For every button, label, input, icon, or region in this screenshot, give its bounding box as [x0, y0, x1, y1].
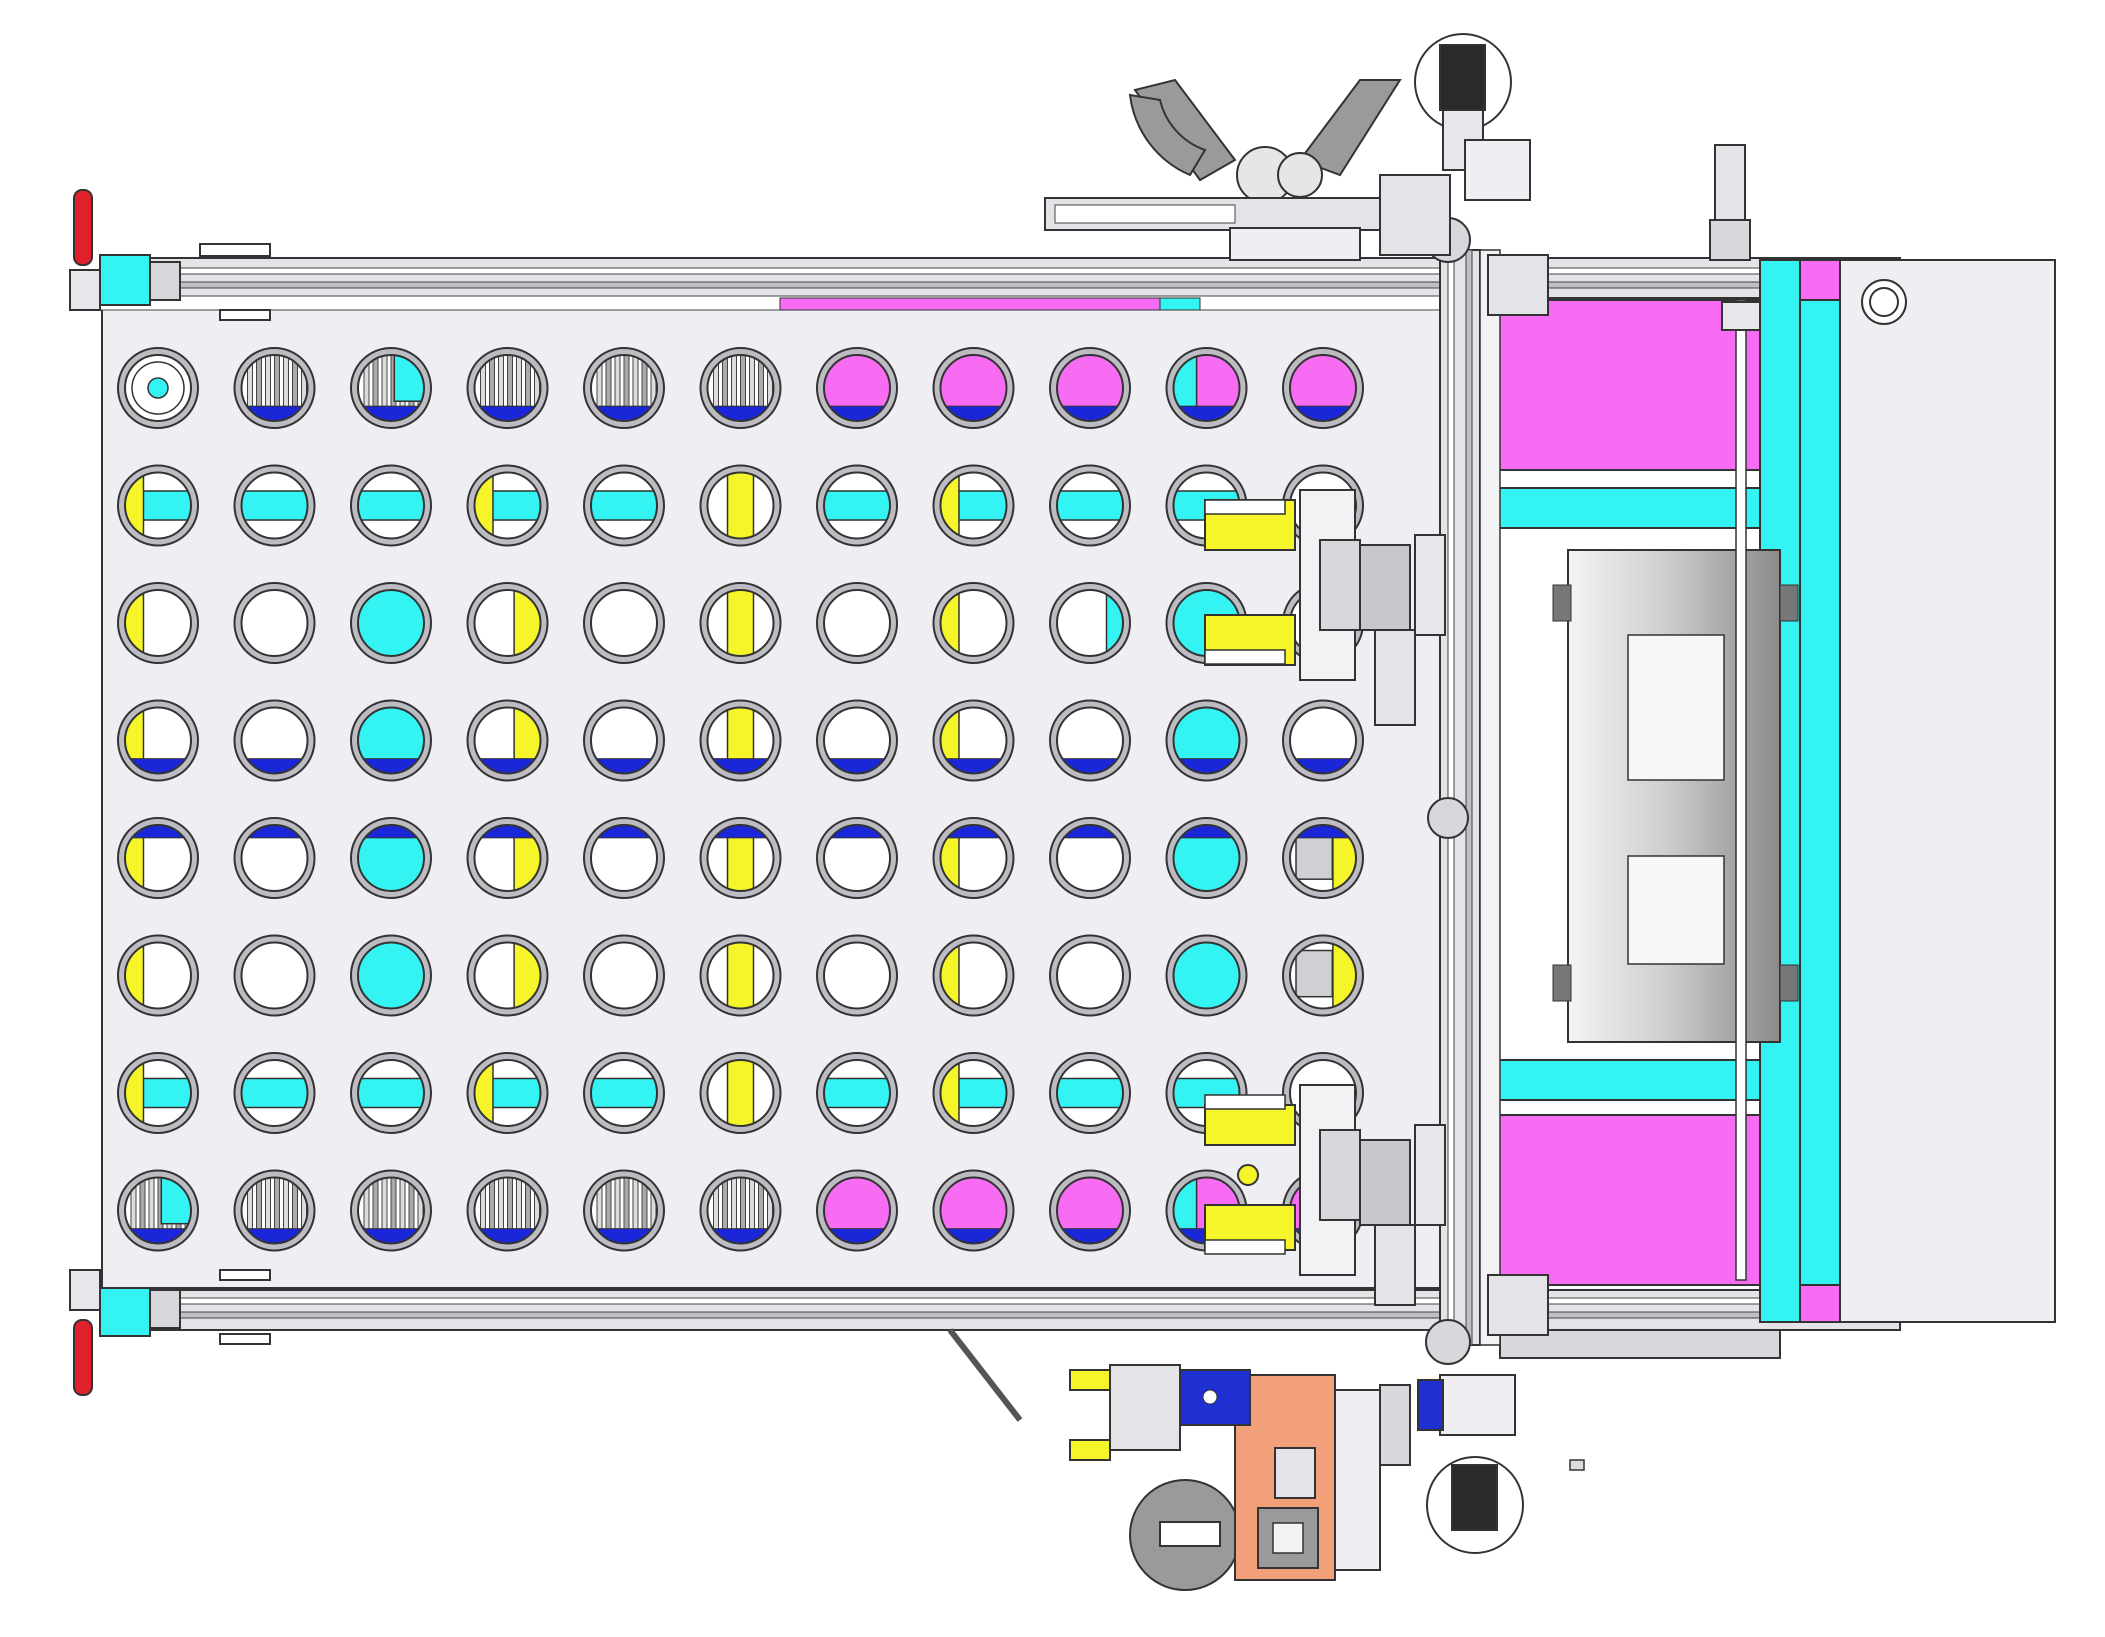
hole-4-7 [932, 817, 1015, 899]
hole-0-1 [233, 347, 316, 429]
hole-3-1 [233, 699, 316, 782]
hole-5-8 [1049, 934, 1131, 1017]
hole-2-2 [350, 582, 432, 664]
hole-1-1 [233, 464, 316, 547]
hole-6-2 [350, 1052, 432, 1134]
hole-4-0 [117, 817, 199, 899]
hole-2-4 [583, 582, 665, 664]
hole-7-5 [699, 1169, 782, 1252]
hole-5-9 [1165, 934, 1248, 1017]
hole-3-0 [117, 699, 199, 782]
hole-3-6 [816, 699, 898, 782]
hole-7-6 [816, 1169, 898, 1252]
hole-1-2 [350, 464, 432, 547]
end-panel [1839, 259, 2056, 1323]
hole-2-1 [233, 582, 316, 664]
hole-4-8 [1049, 817, 1131, 899]
hole-6-1 [233, 1052, 316, 1134]
hole-4-10 [1282, 817, 1364, 899]
hole-0-5 [699, 347, 782, 429]
hole-1-6 [816, 464, 898, 547]
hole-6-6 [816, 1052, 898, 1134]
hole-0-8 [1049, 347, 1131, 429]
hole-6-4 [583, 1052, 665, 1134]
motor-top [1414, 33, 1751, 261]
hole-5-0 [117, 934, 199, 1017]
hole-7-8 [1049, 1169, 1131, 1252]
hole-3-4 [583, 699, 665, 782]
hole-5-10 [1282, 934, 1364, 1017]
hole-grid [117, 347, 1364, 1252]
hole-7-7 [932, 1169, 1015, 1252]
hole-2-0 [117, 582, 199, 664]
hole-0-9 [1165, 347, 1248, 429]
hole-2-8 [1049, 582, 1131, 664]
clamp-handles[interactable] [69, 189, 181, 1396]
hole-4-2 [350, 817, 432, 899]
hole-1-8 [1049, 464, 1131, 547]
hole-1-0 [117, 464, 199, 547]
hole-6-7 [932, 1052, 1015, 1134]
hole-6-5 [699, 1052, 782, 1134]
gripper-lower [1204, 1084, 1446, 1306]
hole-4-5 [699, 817, 782, 899]
hole-1-7 [932, 464, 1015, 547]
hole-7-0 [117, 1169, 199, 1252]
hole-5-6 [816, 934, 898, 1017]
magenta-bay-top [1479, 299, 1801, 529]
hole-3-10 [1282, 699, 1364, 782]
hole-0-4 [583, 347, 665, 429]
hole-0-6 [816, 347, 898, 429]
motor-bottom [1417, 1374, 1524, 1554]
hole-3-3 [466, 699, 549, 782]
hole-2-7 [932, 582, 1015, 664]
hole-0-3 [466, 347, 549, 429]
hole-7-4 [583, 1169, 665, 1252]
hole-1-5 [699, 464, 782, 547]
hole-7-2 [350, 1169, 432, 1252]
hole-7-1 [233, 1169, 316, 1252]
hole-0-7 [932, 347, 1015, 429]
hole-6-0 [117, 1052, 199, 1134]
hole-1-3 [466, 464, 549, 547]
hole-5-4 [583, 934, 665, 1017]
hole-0-10 [1282, 347, 1364, 429]
saw-guard [1044, 78, 1451, 261]
hole-2-3 [466, 582, 549, 664]
hole-2-6 [816, 582, 898, 664]
hole-4-4 [583, 817, 665, 899]
hole-4-6 [816, 817, 898, 899]
cylinder-drum [1552, 299, 1799, 1281]
hole-6-8 [1049, 1052, 1131, 1134]
magenta-bay-bottom [1479, 1059, 1801, 1286]
hole-5-2 [350, 934, 432, 1017]
cyan-strip-vertical [1759, 259, 1841, 1323]
hole-0-0 [117, 347, 199, 429]
hole-1-4 [583, 464, 665, 547]
hole-3-2 [350, 699, 432, 782]
gripper-upper [1204, 489, 1446, 726]
hole-7-3 [466, 1169, 549, 1252]
hole-4-3 [466, 817, 549, 899]
tool-carriage [947, 1328, 1585, 1591]
hole-3-9 [1165, 699, 1248, 782]
hole-0-2 [350, 347, 432, 429]
hole-5-3 [466, 934, 549, 1017]
hole-6-3 [466, 1052, 549, 1134]
hole-5-7 [932, 934, 1015, 1017]
hole-5-5 [699, 934, 782, 1017]
hole-4-1 [233, 817, 316, 899]
hole-2-5 [699, 582, 782, 664]
hole-4-9 [1165, 817, 1248, 899]
hole-3-8 [1049, 699, 1131, 782]
hole-3-7 [932, 699, 1015, 782]
hole-3-5 [699, 699, 782, 782]
hole-5-1 [233, 934, 316, 1017]
